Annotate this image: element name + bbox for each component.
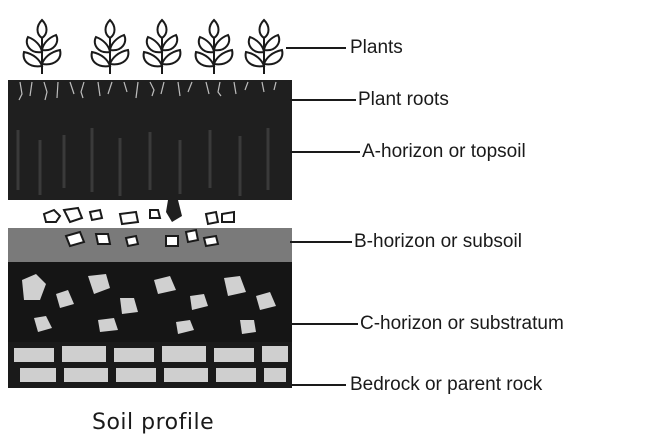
leader-lines: [286, 48, 360, 385]
plant-1: [24, 20, 61, 74]
a-horizon-layer: [8, 80, 292, 200]
label-a-horizon: A-horizon or topsoil: [362, 142, 526, 161]
c-horizon-layer: [8, 262, 292, 342]
bedrock-layer: [8, 342, 292, 388]
plant-4: [196, 20, 233, 74]
label-c-horizon: C-horizon or substratum: [360, 314, 564, 333]
plant-5: [246, 20, 283, 74]
label-plants: Plants: [350, 38, 403, 57]
figure-caption: Soil profile: [92, 410, 214, 435]
plants-group: [24, 20, 283, 74]
b-horizon-layer: [8, 200, 292, 264]
plant-2: [92, 20, 129, 74]
plant-3: [144, 20, 181, 74]
label-bedrock: Bedrock or parent rock: [350, 375, 542, 394]
label-b-horizon: B-horizon or subsoil: [354, 232, 522, 251]
label-plant-roots: Plant roots: [358, 90, 449, 109]
